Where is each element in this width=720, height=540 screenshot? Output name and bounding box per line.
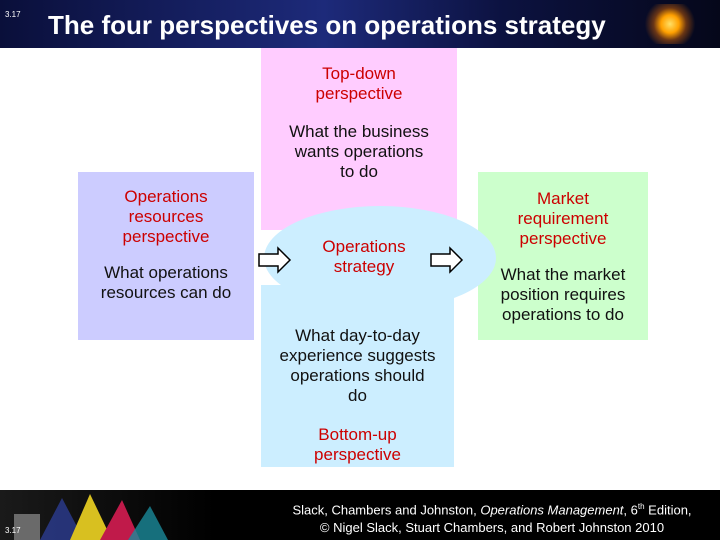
bottom-up-label-line: Bottom-up (318, 425, 397, 444)
market-label-line: Market (537, 189, 589, 208)
top-down-description-line: to do (340, 162, 378, 181)
left-arrow-icon (258, 246, 292, 274)
resources-label-line: perspective (122, 227, 210, 246)
right-arrow-icon (430, 246, 464, 274)
top-down-description-line: wants operations (294, 142, 424, 161)
center-label-line: Operations (322, 237, 406, 256)
citation-line-2: © Nigel Slack, Stuart Chambers, and Robe… (319, 520, 665, 536)
resources-description-line: What operations (104, 263, 228, 282)
market-description-line: operations to do (502, 305, 624, 324)
market-label-line: perspective (519, 229, 607, 248)
citation-edition-number: , 6 (623, 502, 638, 518)
citation-edition-suffix: th (637, 502, 645, 511)
market-label: Market requirement perspective (478, 189, 648, 249)
center-label-line: strategy (333, 257, 395, 276)
operations-strategy-label: Operations strategy (294, 237, 434, 277)
bottom-up-description-line: What day-to-day (295, 326, 420, 345)
citation: Slack, Chambers and Johnston, Operations… (270, 498, 714, 537)
market-description-line: position requires (500, 285, 626, 304)
resources-label: Operations resources perspective (78, 187, 254, 247)
market-description: What the market position requires operat… (478, 265, 648, 325)
bottom-up-label: Bottom-up perspective (261, 425, 454, 465)
top-down-description: What the business wants operations to do (261, 122, 457, 182)
slide-title: The four perspectives on operations stra… (48, 10, 606, 40)
top-down-block (261, 48, 457, 230)
top-down-label: Top-down perspective (261, 64, 457, 104)
market-block (478, 172, 648, 340)
citation-edition: Edition, (644, 502, 692, 518)
market-description-line: What the market (500, 265, 626, 284)
top-down-label-line: perspective (315, 84, 403, 103)
resources-description-line: resources can do (100, 283, 232, 302)
bottom-up-description-line: operations should (290, 366, 425, 385)
top-down-label-line: Top-down (322, 64, 396, 83)
slide-number-bottom: 3.17 (5, 526, 21, 535)
resources-label-line: resources (128, 207, 204, 226)
slide-number-top: 3.17 (5, 10, 21, 19)
bottom-up-description-line: experience suggests (279, 346, 436, 365)
bottom-up-description: What day-to-day experience suggests oper… (256, 326, 459, 406)
top-down-description-line: What the business (289, 122, 429, 141)
paint-cans-illustration (14, 494, 168, 540)
bottom-up-block (261, 285, 454, 467)
resources-description: What operations resources can do (78, 263, 254, 303)
bottom-up-description-line: do (348, 386, 367, 405)
citation-line-1: Slack, Chambers and Johnston, Operations… (270, 498, 714, 519)
light-glow-decoration (640, 4, 700, 44)
citation-book-title: Operations Management (480, 502, 624, 518)
title-bar (0, 0, 720, 48)
resources-block (78, 172, 254, 340)
resources-label-line: Operations (124, 187, 208, 206)
citation-authors: Slack, Chambers and Johnston, (292, 502, 481, 518)
bottom-up-label-line: perspective (314, 445, 401, 464)
market-label-line: requirement (517, 209, 609, 228)
